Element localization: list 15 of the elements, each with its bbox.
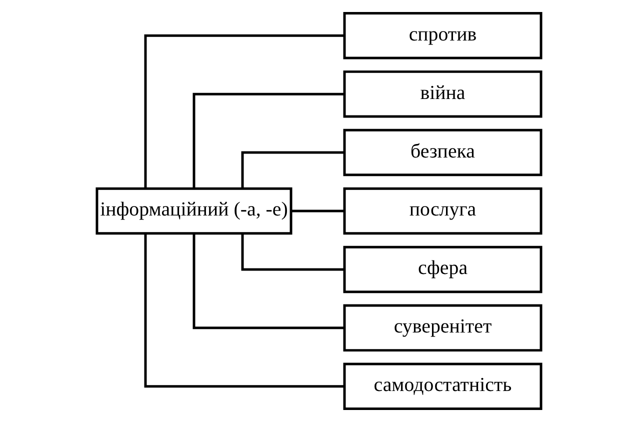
connector [192,92,344,188]
connector [241,151,344,189]
node-box: послуга [343,187,542,235]
node-box: спротив [343,12,542,60]
connector [144,34,344,188]
node-box: інформаційний (-а, -е) [96,187,292,235]
connector [144,234,344,388]
connector [241,233,344,271]
node-box: самодостатність [343,362,542,410]
node-box: війна [343,70,542,118]
connector [291,210,344,212]
node-box: суверенітет [343,304,542,352]
node-box: безпека [343,128,542,176]
connector [192,234,344,330]
node-box: сфера [343,246,542,294]
